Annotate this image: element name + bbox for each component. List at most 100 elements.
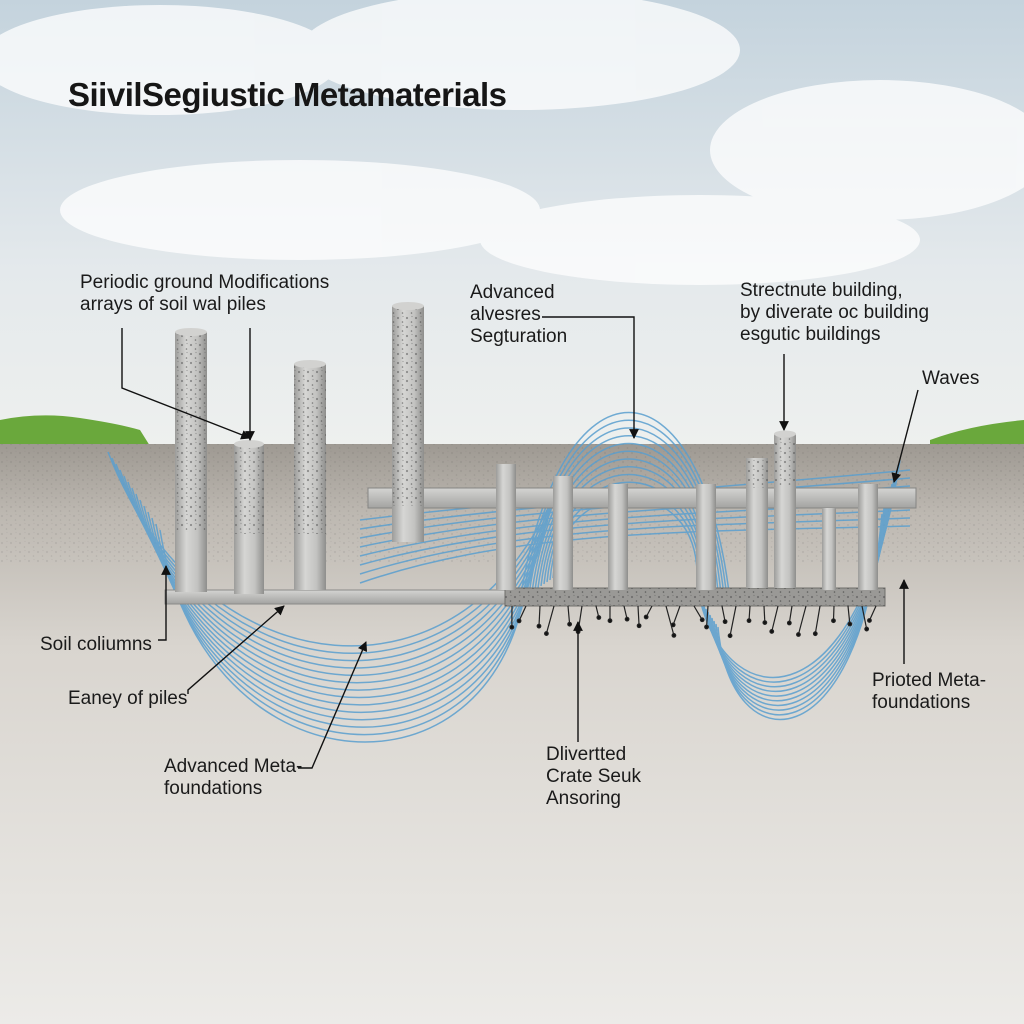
- wave-line: [151, 517, 528, 728]
- wave-line: [147, 511, 531, 721]
- root-anchor-tip: [607, 618, 613, 624]
- label-line: Dlivertted: [546, 744, 627, 765]
- root-anchor: [832, 605, 835, 621]
- root-anchor: [797, 605, 807, 635]
- label-line: Periodic ground Modifications: [80, 272, 330, 293]
- root-anchor-tip: [671, 632, 677, 638]
- clouds: [0, 0, 1024, 285]
- root-anchor: [763, 605, 766, 623]
- root-anchor: [518, 605, 527, 622]
- root-anchor: [847, 605, 851, 625]
- root-anchor: [545, 605, 555, 634]
- foundation-pile: [696, 484, 716, 590]
- leader-soil-columns: [158, 565, 171, 641]
- root-anchor: [748, 605, 751, 621]
- wave-line: [155, 523, 525, 736]
- leader-waves: [891, 389, 919, 483]
- root-anchor-tip: [596, 615, 602, 620]
- root-anchor-tip: [509, 624, 515, 630]
- leader-advanced-meta: [298, 641, 368, 769]
- root-anchor-tip: [786, 620, 792, 626]
- label-advanced-segturation: Advanced alvesres Segturation: [470, 282, 567, 348]
- root-anchor-tip: [722, 619, 728, 625]
- leader-periodic-1: [121, 328, 251, 440]
- label-line: Advanced: [470, 282, 555, 303]
- root-anchors: [509, 605, 877, 639]
- root-anchor: [771, 605, 779, 632]
- grass-left: [0, 415, 150, 446]
- root-anchor-tip: [864, 626, 870, 632]
- root-anchor: [861, 605, 868, 630]
- root-anchor-tip: [746, 618, 752, 624]
- root-anchor: [814, 605, 821, 634]
- wave-line: [135, 493, 540, 699]
- label-line: arrays of soil wal piles: [80, 294, 266, 315]
- root-anchor-tip: [699, 617, 705, 623]
- wave-line: [131, 487, 543, 691]
- label-line: Prioted Meta-: [872, 670, 987, 691]
- root-anchor-tip: [536, 623, 542, 629]
- leader-eaney: [187, 605, 285, 694]
- root-anchor: [538, 605, 541, 627]
- label-line: foundations: [872, 692, 971, 713]
- root-anchor-tip: [769, 629, 775, 634]
- root-anchor-tip: [762, 620, 768, 626]
- label-line: foundations: [164, 778, 263, 799]
- root-anchor-tip: [643, 614, 649, 620]
- root-anchor: [788, 605, 793, 624]
- label-line: esgutic buildings: [740, 324, 881, 345]
- label-soil-columns: Soil coliumns: [40, 634, 152, 656]
- root-anchor: [693, 605, 703, 621]
- label-waves: Waves: [922, 368, 979, 390]
- root-anchor-tip: [704, 624, 709, 630]
- label-line: Crate Seuk: [546, 766, 642, 787]
- right-frame-post: [822, 508, 836, 590]
- root-anchor: [567, 605, 571, 625]
- diagram-title: SiivilSegiustic Metamaterials: [68, 76, 507, 113]
- root-anchor-tip: [867, 618, 872, 623]
- root-anchor-tip: [567, 621, 573, 627]
- label-line: by diverate oc building: [740, 302, 930, 323]
- root-anchor-tip: [812, 631, 818, 637]
- root-anchor-tip: [544, 631, 549, 636]
- root-anchor: [672, 605, 681, 626]
- label-line: Eaney of piles: [68, 688, 188, 709]
- label-line: Waves: [922, 368, 980, 389]
- root-anchor-tip: [624, 616, 630, 622]
- root-anchor: [705, 605, 709, 628]
- root-anchor-tip: [670, 622, 676, 628]
- foundation-pile: [608, 484, 628, 590]
- label-periodic-modifications: Periodic ground Modifications arrays of …: [80, 272, 329, 316]
- leader-advanced-top: [542, 316, 639, 439]
- foundation-pile: [496, 464, 516, 590]
- foundation-pile: [553, 476, 573, 590]
- root-anchor-tip: [831, 618, 836, 624]
- soil-pile-4: [392, 302, 424, 542]
- root-anchor: [637, 605, 640, 626]
- label-structure-building: Strectnute building, by diverate oc buil…: [740, 280, 929, 346]
- root-anchor-tip: [847, 621, 853, 627]
- label-advanced-meta-foundations: Advanced Meta- foundations: [164, 756, 302, 800]
- meta-foundation-texture: [505, 588, 885, 606]
- root-anchor-tip: [796, 632, 801, 637]
- grass-right: [930, 420, 1024, 446]
- root-anchor-tip: [516, 618, 522, 624]
- root-anchor-tip: [727, 633, 733, 639]
- label-divertted-crate: Dlivertted Crate Seuk Ansoring: [546, 744, 641, 810]
- leader-lines: [121, 316, 919, 769]
- label-line: Strectnute building,: [740, 280, 903, 301]
- label-line: Advanced Meta-: [164, 756, 303, 777]
- label-line: alvesres: [470, 304, 541, 325]
- root-anchor: [729, 605, 737, 636]
- root-anchor-tip: [636, 623, 642, 629]
- root-anchor: [721, 605, 726, 622]
- tall-column: [774, 430, 796, 588]
- soil-pile-3: [294, 360, 326, 590]
- label-line: Segturation: [470, 326, 568, 347]
- short-column: [746, 458, 768, 588]
- foundation-pile: [858, 484, 878, 590]
- label-prioted-meta-foundations: Prioted Meta- foundations: [872, 670, 986, 714]
- foundation-piles: [496, 464, 878, 590]
- root-anchor: [868, 605, 877, 621]
